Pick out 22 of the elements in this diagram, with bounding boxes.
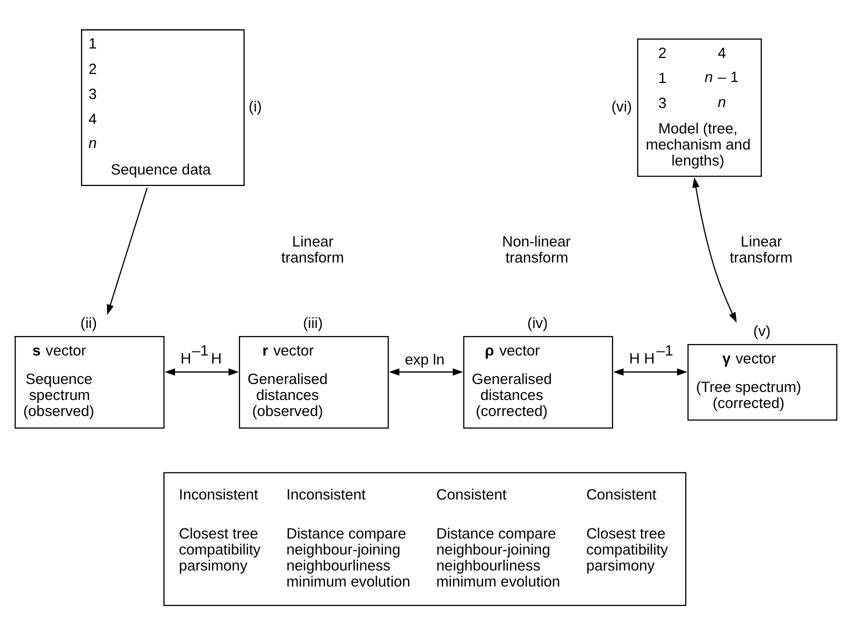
node-box: γ vector (Tree spectrum) (corrected) [687,343,838,420]
arrow [164,368,239,376]
arrow [613,368,688,376]
arrow [692,176,737,322]
node-box: ρ vector Generalised distances (corrected) [463,335,614,428]
node-label: (iii) [302,315,323,332]
node-label: (v) [753,323,771,340]
node-label: (vi) [611,99,632,116]
node-label: (ii) [80,315,97,332]
label: Linear transform [281,234,344,266]
node-box: 1 2 3 4 n Sequence data [81,28,245,186]
arrow [389,368,464,376]
label: Non-linear transform [502,234,571,266]
node-label: (i) [248,99,262,116]
edge-label: exp ln [404,352,444,368]
arrow [106,187,148,314]
node-box: r vector Generalised distances (observed) [238,335,389,428]
label: Linear transform [730,234,793,266]
node-box: Inconsistent Inconsistent Consistent Consistent Closest tree compatibility parsimony Distance compare neighbour-joining neighbourliness minimum evolution Distance compare neighbour-joining neighbourliness minimum evolution Closest tree compatibility parsimony [163,472,686,606]
node-box: 2 4 1 n – 1 3 n Model (tree, mechanism and lengths) [637,38,762,176]
node-label: (iv) [527,315,548,332]
node-box: s vector Sequence spectrum (observed) [14,335,165,428]
